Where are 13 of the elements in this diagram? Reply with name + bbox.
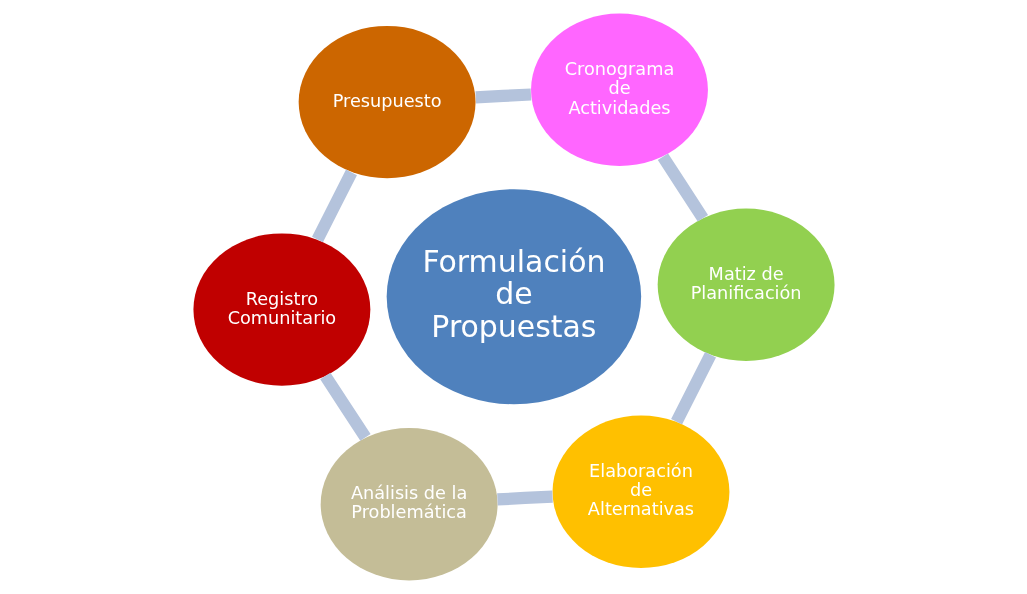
node-ellipse: Matiz de Planificación <box>657 208 835 361</box>
node-ellipse: Registro Comunitario <box>192 233 370 386</box>
connector <box>496 490 553 506</box>
connector <box>311 169 357 243</box>
connector <box>670 352 716 425</box>
node-ellipse: Formulación de Propuestas <box>386 189 641 405</box>
connector <box>319 372 371 441</box>
node-ellipse: Análisis de la Problemática <box>320 427 498 581</box>
node-ellipse: Cronograma de Actividades <box>530 13 708 167</box>
connector <box>474 88 531 104</box>
connector <box>657 153 708 222</box>
node-ellipse: Presupuesto <box>298 25 476 179</box>
node-ellipse: Elaboración de Alternativas <box>552 415 729 568</box>
